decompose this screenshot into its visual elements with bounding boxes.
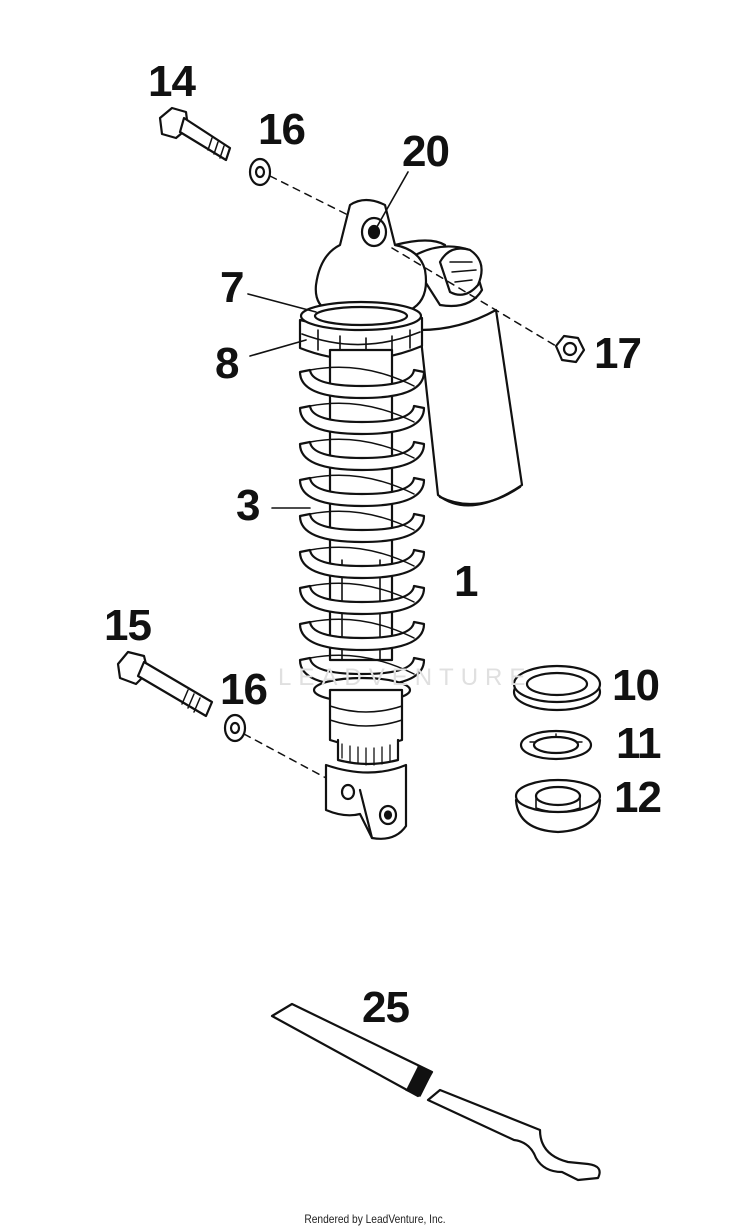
spring-coil <box>298 404 426 436</box>
spring-coil <box>298 584 426 616</box>
spanner-wrench-25 <box>270 1002 601 1182</box>
footer-credit: Rendered by LeadVenture, Inc. <box>304 1212 446 1226</box>
callout-17: 17 <box>594 329 642 378</box>
spring-coil-back <box>309 366 415 387</box>
callout-16-upper: 16 <box>258 105 306 154</box>
spring-coil-back <box>309 654 415 675</box>
callout-25: 25 <box>362 983 410 1032</box>
ring-11 <box>519 729 593 761</box>
dashed-center-lines <box>243 175 557 779</box>
coil-spring <box>298 366 426 704</box>
bolt-14 <box>158 106 232 162</box>
watermark: LEADVENTURE <box>278 664 533 691</box>
washer-16-lower <box>223 713 247 743</box>
spring-coil-back <box>309 618 415 639</box>
bolt-15 <box>116 650 214 718</box>
spring-coil <box>298 512 426 544</box>
callout-3: 3 <box>236 481 261 530</box>
spring-coil <box>298 476 426 508</box>
callout-1: 1 <box>454 557 479 606</box>
nut-17 <box>554 334 586 364</box>
callout-12: 12 <box>614 773 662 822</box>
callout-15: 15 <box>104 601 152 650</box>
washer-16-upper <box>248 157 272 187</box>
spring-coil <box>298 548 426 580</box>
ring-10 <box>512 664 602 712</box>
spring-coil-back <box>309 510 415 531</box>
spring-coil-back <box>309 402 415 423</box>
callout-20: 20 <box>402 127 450 176</box>
callout-11: 11 <box>616 719 662 768</box>
callout-16-lower: 16 <box>220 665 268 714</box>
spring-coil <box>298 620 426 652</box>
callout-7: 7 <box>220 263 245 312</box>
spring-coil-back <box>309 546 415 567</box>
leader-lines <box>247 171 409 509</box>
lower-clevis <box>324 688 408 840</box>
bushing-12 <box>514 778 602 834</box>
callout-8: 8 <box>215 339 240 388</box>
callout-14: 14 <box>148 57 196 106</box>
callout-10: 10 <box>612 661 660 710</box>
spring-coil <box>298 440 426 472</box>
spring-coil-back <box>309 582 415 603</box>
spring-coil-back <box>309 474 415 495</box>
spring-coil <box>298 368 426 400</box>
spring-coil-back <box>309 438 415 459</box>
